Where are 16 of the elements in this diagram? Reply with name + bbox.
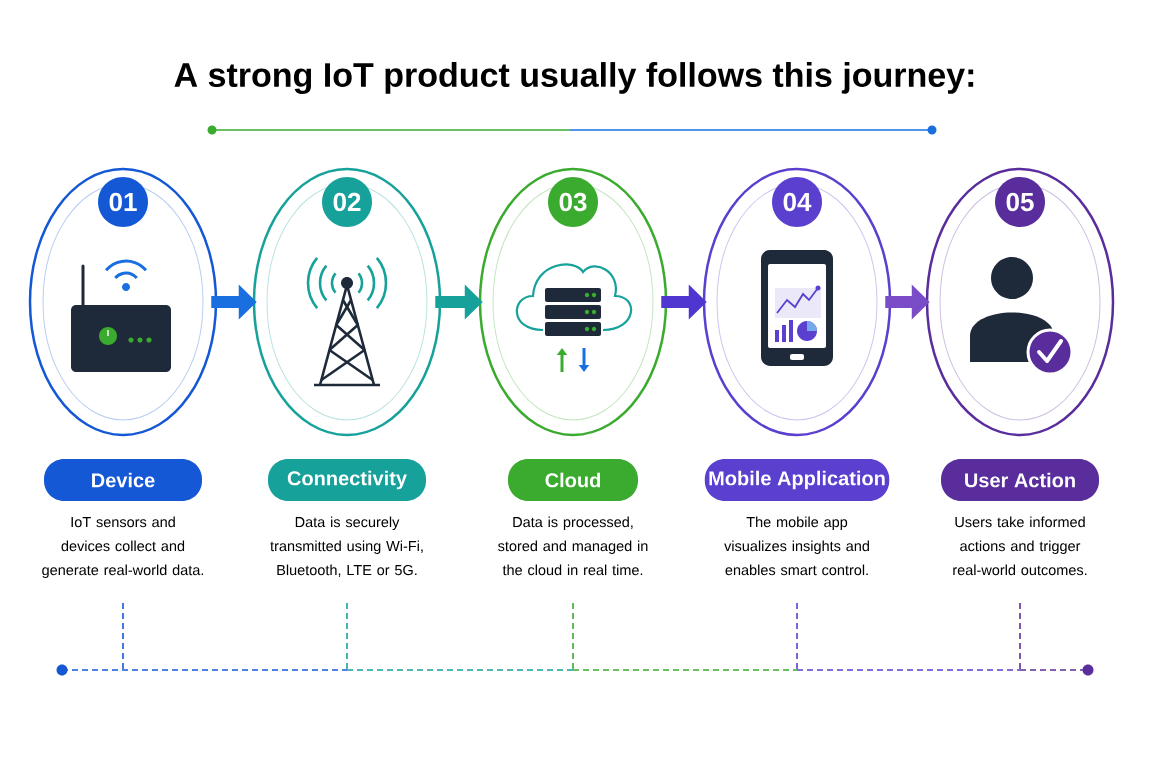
step-ring: 03 — [478, 167, 668, 437]
step-description: Users take informed actions and trigger real-world outcomes. — [953, 516, 1087, 576]
step-ring: 05 — [925, 167, 1115, 437]
step-description: Data is securely transmitted using Wi-Fi, Bluetooth, LTE or 5G. — [270, 516, 423, 577]
step-pill: Mobile Application — [704, 459, 890, 501]
step-ring: 04 — [702, 167, 892, 437]
step-pill: Connectivity — [268, 459, 426, 501]
step-description: Data is processed, stored and managed in the cloud in real time. — [498, 516, 648, 576]
step-pill: User Action — [941, 459, 1099, 501]
step-description: IoT sensors and devices collect and generate real-world data. — [42, 516, 204, 579]
step-ring: 02 — [252, 167, 442, 437]
step-ring: 01 — [28, 167, 218, 437]
title: A strong IoT product usually follows this journey: — [174, 62, 974, 94]
step-pill: Device — [44, 459, 202, 501]
step-pill: Cloud — [508, 459, 638, 501]
step-description: The mobile app visualizes insights and enables smart control. — [724, 516, 869, 576]
